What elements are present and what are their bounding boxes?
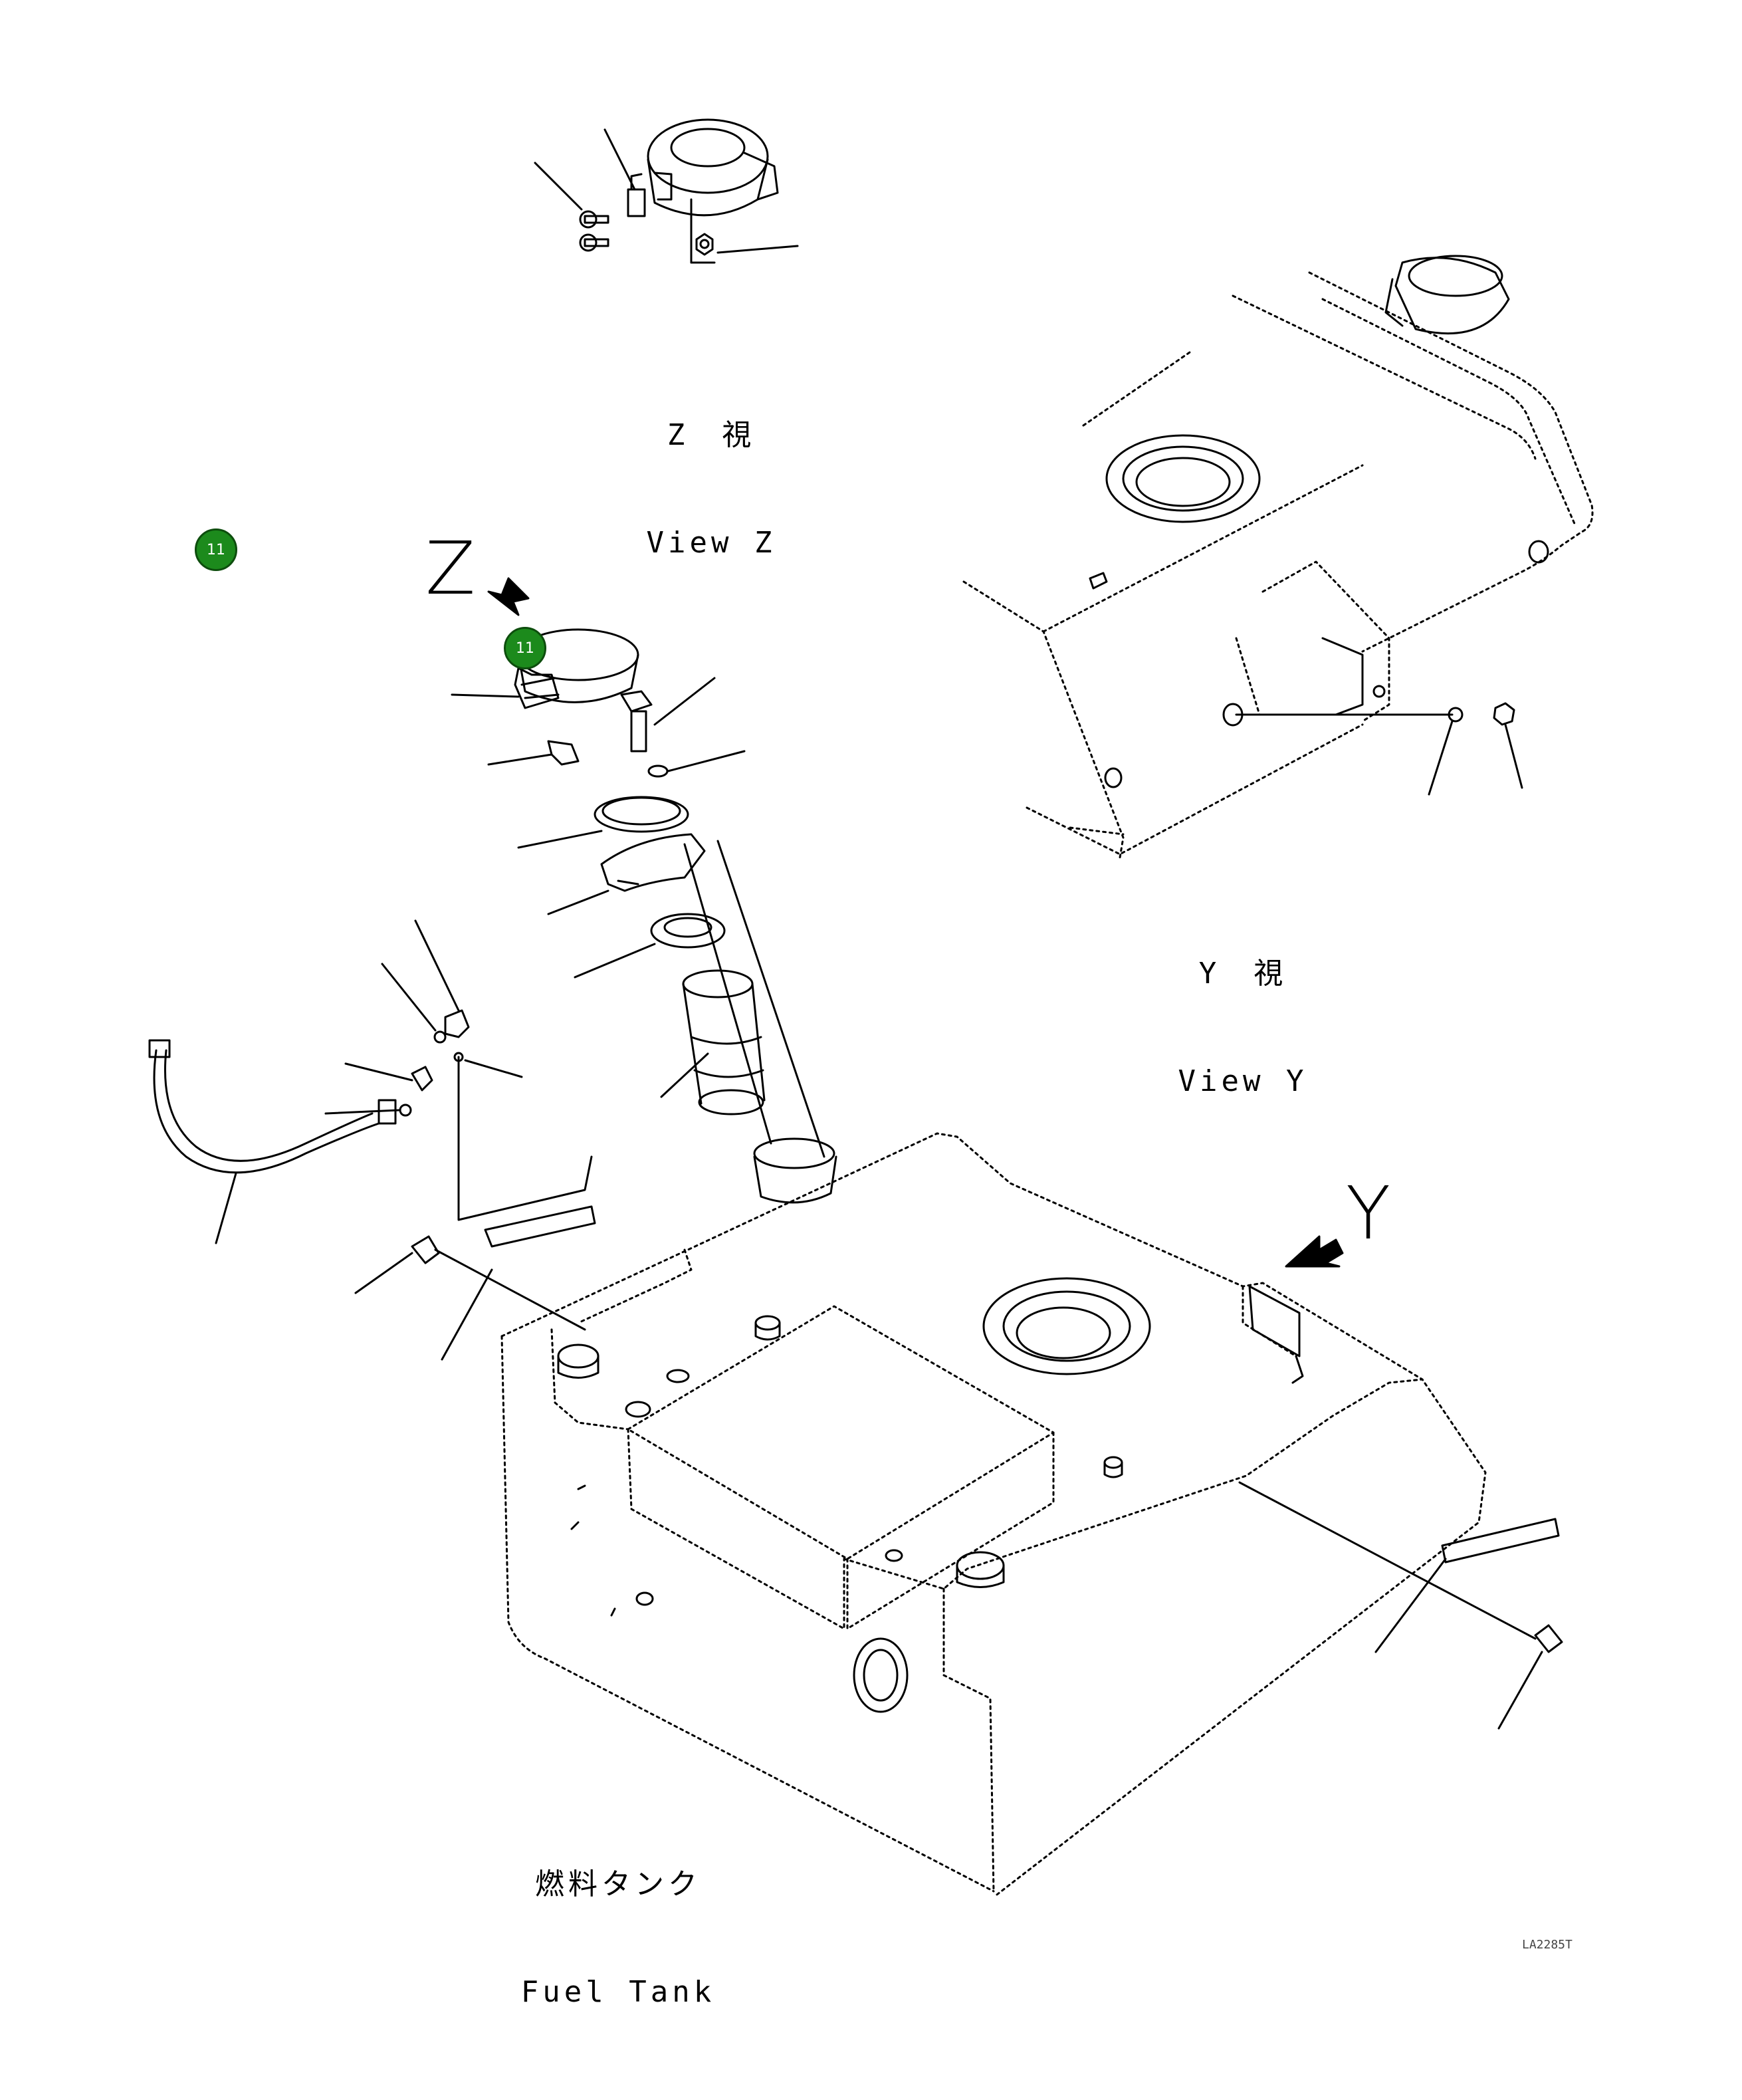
view-y-label-jp: Y 視 (1198, 957, 1287, 991)
lock-clip (487, 740, 580, 766)
view-y-tank-detail (962, 271, 1594, 859)
callout-badge-11-cap[interactable]: 11 (504, 627, 546, 669)
cap-bolt (620, 677, 716, 753)
view-z-cap-assembly (534, 118, 799, 264)
fuel-tank-body (500, 1132, 1487, 1896)
level-gauge-right (1238, 1481, 1563, 1730)
tank-fittings (557, 1277, 1304, 1713)
arrow-z (487, 577, 530, 616)
fuel-tank-label: 燃料タンク Fuel Tank (512, 1795, 724, 2046)
fuel-hose (148, 1039, 397, 1244)
drawing-code: LA2285T (1522, 1938, 1573, 1952)
seal-ring (517, 796, 689, 849)
callout-badge-11[interactable]: 11 (195, 528, 237, 571)
view-y-solid-parts (1089, 255, 1549, 796)
level-gauge-left (354, 1205, 596, 1361)
strainer-filter (660, 969, 766, 1115)
view-z-label: Z 視 View Z (625, 346, 798, 597)
view-y-label-en: View Y (1178, 1064, 1308, 1098)
view-letter-z: Z (425, 526, 476, 611)
fittings (324, 919, 593, 1221)
fuel-tank-label-jp: 燃料タンク (535, 1867, 701, 1901)
adapter-bracket (547, 833, 706, 915)
arrow-y (1285, 1235, 1344, 1268)
filler-neck (683, 840, 837, 1204)
washer (647, 750, 746, 778)
fuel-tank-label-en: Fuel Tank (520, 1975, 716, 2009)
view-letter-y: Y (1346, 1171, 1391, 1256)
view-y-label: Y 視 View Y (1156, 884, 1329, 1135)
strainer-top (574, 913, 726, 979)
view-z-label-jp: Z 視 (667, 418, 756, 452)
view-z-label-en: View Z (646, 526, 776, 560)
